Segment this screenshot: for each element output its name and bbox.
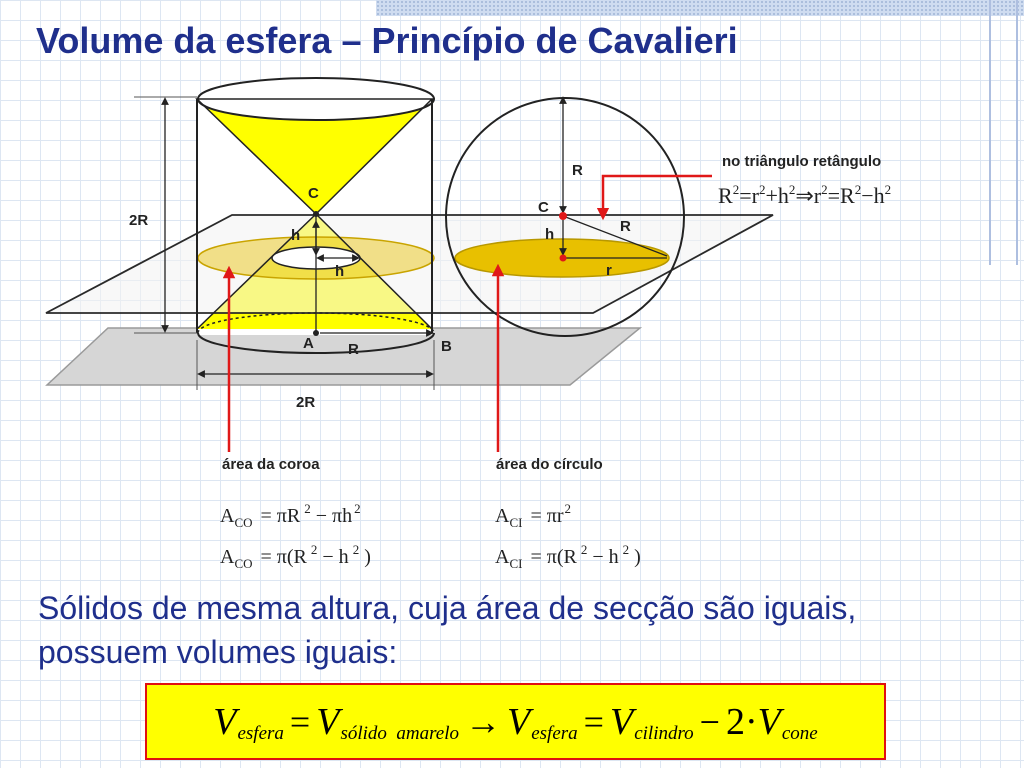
point-b-label: B [441, 338, 452, 355]
sphere-center-point [559, 212, 567, 220]
formula-symbol: V [757, 700, 781, 743]
cylinder-base-front [197, 332, 435, 354]
formula-operator: → [465, 701, 502, 742]
formula-operator: − [699, 701, 720, 742]
sphere-r-slant-label: R [620, 218, 631, 235]
upper-cone-solid [197, 99, 432, 214]
formula-subscript: sólido amarelo [340, 722, 460, 744]
triangle-pointer-arrow [596, 174, 712, 221]
circle-area-equation-1: ACI= πr2 [495, 501, 571, 530]
base-plane [45, 327, 643, 386]
formula-subscript: esfera [237, 722, 284, 744]
formula-operator: = [583, 701, 604, 742]
point-a-marker [313, 330, 319, 336]
cylinder-h-horizontal-label: h [335, 263, 344, 280]
formula-symbol: V [609, 700, 634, 743]
sphere-h-label: h [545, 226, 554, 243]
base-radius-label: R [348, 341, 359, 358]
upper-cone-outline [195, 98, 434, 216]
formula-operator: = [289, 701, 311, 742]
page-title: Volume da esfera – Princípio de Cavalier… [36, 20, 738, 61]
section-center-point [559, 254, 567, 262]
cavalieri-diagram: 2R C h h A R B 2R R C h R r no triângulo… [45, 77, 891, 571]
sphere-r-top-label: R [572, 162, 583, 179]
point-a-label: A [303, 335, 314, 352]
cylinder-center-point [313, 211, 319, 217]
formula-symbol: V [213, 700, 237, 743]
cylinder-h-vertical-label: h [291, 227, 300, 244]
circle-area-label: área do círculo [496, 456, 603, 473]
explanation-text: Sólidos de mesma altura, cuja área de se… [38, 590, 857, 670]
decorative-rule [1016, 0, 1018, 265]
sphere-slant-radius [562, 215, 668, 257]
formula-subscript: cone [781, 722, 818, 744]
formula-subscript: esfera [531, 722, 578, 744]
triangle-note-label: no triângulo retângulo [722, 153, 881, 170]
width-2r-label: 2R [296, 394, 315, 411]
pythagoras-equation: R2=r2+h2⇒r2=R2−h2 [718, 182, 891, 208]
formula-subscript: cilindro [634, 722, 694, 744]
cylinder-c-label: C [308, 185, 319, 202]
formula-symbol: V [507, 700, 531, 743]
header-decoration-band [376, 0, 1024, 16]
formula-coefficient: 2 [725, 700, 745, 743]
crown-area-label: área da coroa [222, 456, 320, 473]
sphere-c-label: C [538, 199, 549, 216]
decorative-rule [989, 0, 991, 265]
formula-symbol: V [316, 700, 340, 743]
sphere-r-small-label: r [606, 262, 612, 279]
height-2r-label: 2R [129, 212, 148, 229]
formula-dot: · [744, 700, 758, 743]
